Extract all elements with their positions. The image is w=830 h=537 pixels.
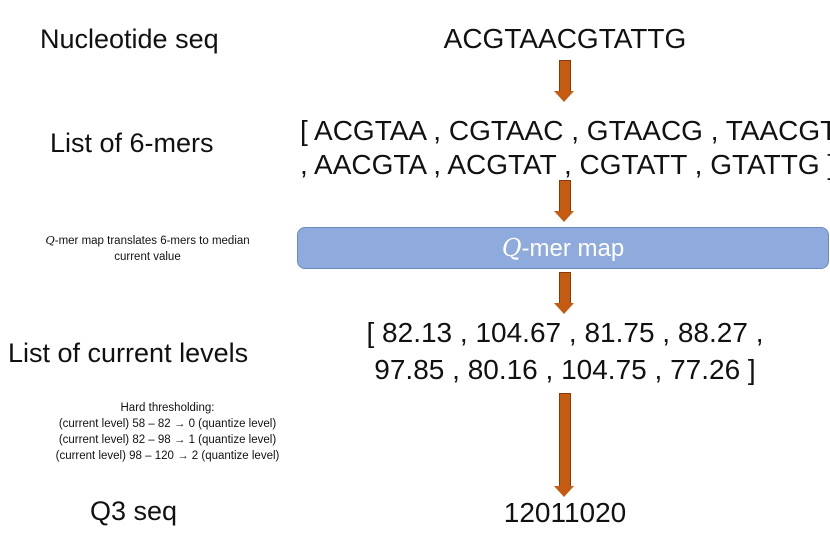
qmer-map-note: Q-mer map translates 6-mers to median cu… [0, 232, 295, 265]
qmer-box-label: -mer map [521, 235, 625, 262]
threshold-rule: (current level) 98 – 120 → 2 (quantize l… [55, 450, 280, 462]
label-list-of-current-levels: List of current levels [8, 338, 249, 368]
threshold-rule: (current level) 82 – 98 → 1 (quantize le… [58, 434, 277, 446]
label-q3-seq: Q3 seq [90, 496, 178, 526]
qmer-note-text: -mer map translates 6-mers to median [54, 235, 250, 247]
arrow-down-icon [554, 180, 575, 222]
qmer-map-note-line2: current value [114, 251, 181, 263]
arrow-down-icon [554, 272, 575, 314]
q3-sequence: 12011020 [503, 497, 627, 528]
threshold-note: Hard thresholding: (current level) 58 – … [0, 400, 335, 464]
currents-line-1: [ 82.13 , 104.67 , 81.75 , 88.27 , [366, 317, 764, 348]
label-list-of-6mers: List of 6-mers [50, 128, 214, 158]
qmer-map-note-line1: Q-mer map translates 6-mers to median [0, 232, 295, 249]
qmer-box-symbol: Q [501, 234, 522, 262]
threshold-rule: (current level) 58 – 82 → 0 (quantize le… [58, 418, 277, 430]
currents-line-2: 97.85 , 80.16 , 104.75 , 77.26 ] [374, 354, 756, 385]
nucleotide-sequence: ACGTAACGTATTG [443, 23, 687, 54]
label-nucleotide-seq: Nucleotide seq [40, 24, 219, 54]
qmer-symbol: Q [45, 233, 55, 247]
arrow-down-icon [554, 393, 575, 497]
arrow-down-icon [554, 60, 575, 102]
qmer-map-box: Q-mer map [297, 227, 829, 269]
sixmers-line-1: [ ACGTAA , CGTAAC , GTAACG , TAACGT , [300, 115, 830, 146]
threshold-title: Hard thresholding: [120, 402, 215, 414]
sixmers-line-2: , AACGTA , ACGTAT , CGTATT , GTATTG ] [300, 149, 830, 180]
